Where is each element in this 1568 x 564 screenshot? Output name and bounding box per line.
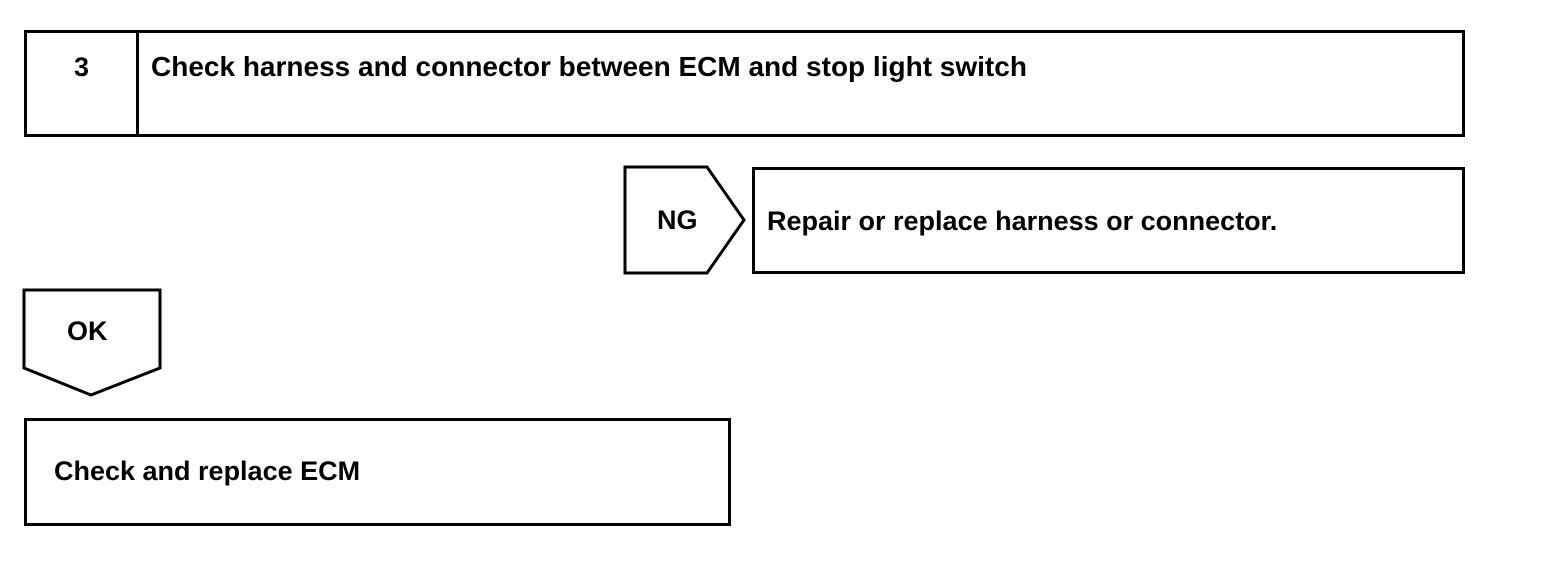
step-title: Check harness and connector between ECM … — [151, 51, 1027, 82]
ok-action-box — [24, 418, 731, 526]
step-number-divider — [136, 30, 139, 137]
step-header-box — [24, 30, 1465, 137]
ng-label: NG — [657, 205, 698, 235]
step-number: 3 — [74, 52, 90, 82]
ok-arrow-shape — [22, 288, 162, 397]
ok-label: OK — [67, 316, 108, 346]
ng-arrow-shape — [623, 165, 746, 275]
ng-action-box — [752, 167, 1465, 274]
ok-action-text: Check and replace ECM — [54, 456, 361, 486]
ng-action-text: Repair or replace harness or connector. — [767, 206, 1278, 236]
